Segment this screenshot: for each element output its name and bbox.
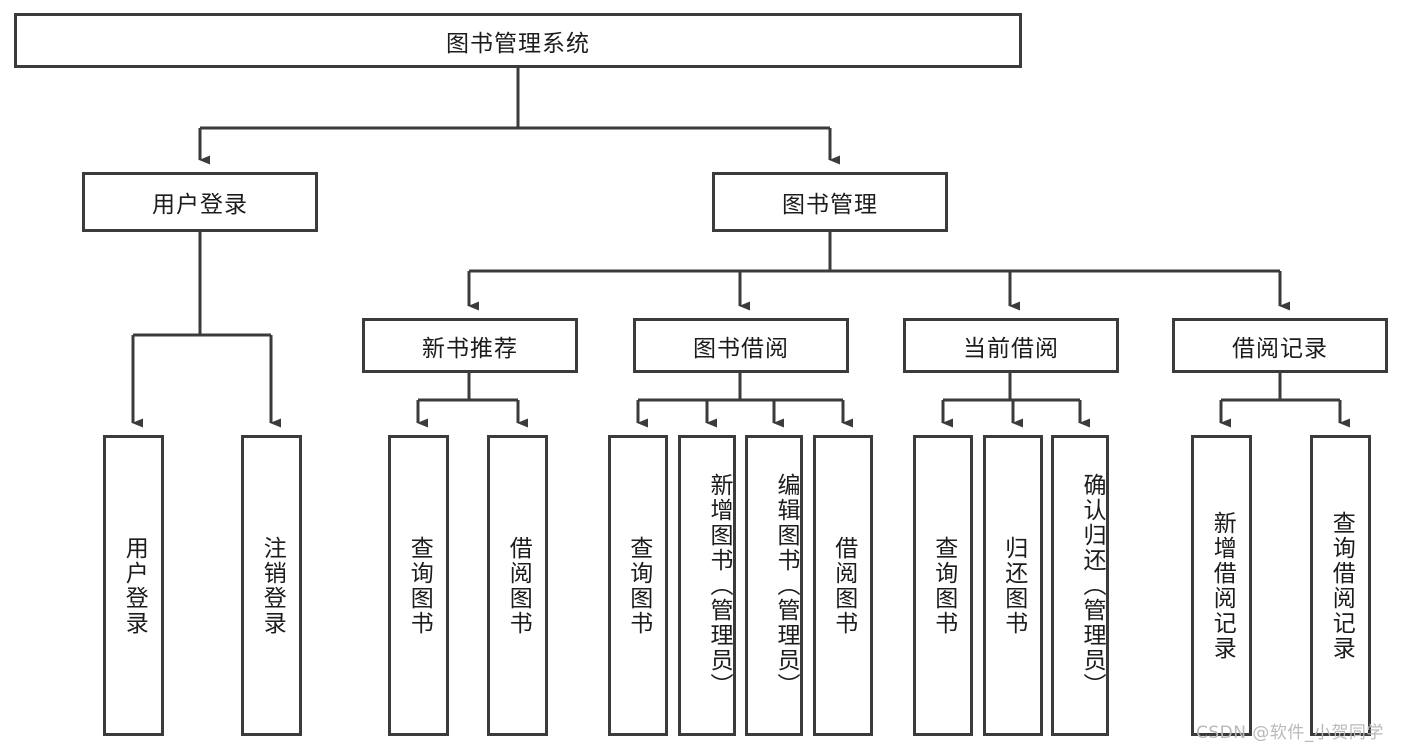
node-borrow-record[interactable]: 借阅记录 (1172, 318, 1388, 373)
node-leaf-confirm-return[interactable]: 确认归还（管理员） (1051, 435, 1109, 736)
node-new-book-recommend[interactable]: 新书推荐 (362, 318, 578, 373)
node-leaf-user-logout[interactable]: 注销登录 (241, 435, 302, 736)
node-leaf-query-book-1[interactable]: 查询图书 (388, 435, 449, 736)
node-leaf-add-record[interactable]: 新增借阅记录 (1191, 435, 1252, 736)
node-leaf-query-record[interactable]: 查询借阅记录 (1310, 435, 1371, 736)
node-leaf-borrow-book-2[interactable]: 借阅图书 (813, 435, 873, 736)
node-leaf-borrow-book-1[interactable]: 借阅图书 (487, 435, 548, 736)
node-leaf-user-login[interactable]: 用户登录 (103, 435, 164, 736)
node-leaf-return-book[interactable]: 归还图书 (983, 435, 1043, 736)
node-book-manage[interactable]: 图书管理 (712, 172, 948, 232)
node-user-login[interactable]: 用户登录 (82, 172, 318, 232)
csdn-watermark: CSDN @软件_小贺同学 (1196, 723, 1384, 743)
node-book-borrow[interactable]: 图书借阅 (633, 318, 849, 373)
node-leaf-query-book-2[interactable]: 查询图书 (608, 435, 668, 736)
node-leaf-add-book[interactable]: 新增图书（管理员） (678, 435, 736, 736)
node-leaf-query-book-3[interactable]: 查询图书 (913, 435, 973, 736)
node-leaf-edit-book[interactable]: 编辑图书（管理员） (745, 435, 803, 736)
node-root[interactable]: 图书管理系统 (14, 13, 1022, 68)
node-current-borrow[interactable]: 当前借阅 (903, 318, 1119, 373)
